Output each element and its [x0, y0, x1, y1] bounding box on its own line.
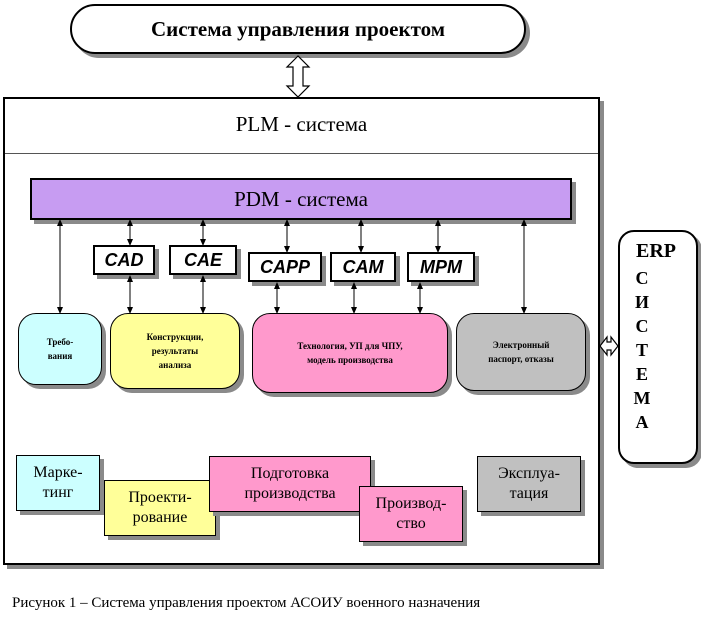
tool-cam: CAM — [330, 252, 396, 282]
tool-capp: CAPP — [248, 252, 322, 282]
tool-capp-label: CAPP — [259, 256, 310, 277]
stage-marketing: Марке- тинг — [16, 455, 100, 511]
tool-cam-label: CAM — [342, 256, 384, 277]
requirements-label: Требо- вания — [46, 337, 74, 361]
pdm-system-label: PDM - система — [234, 186, 368, 211]
tool-cad: CAD — [93, 245, 155, 275]
pdm-system-bar: PDM - система — [30, 178, 572, 220]
technology-label: Технология, УП для ЧПУ, модель производс… — [297, 341, 403, 365]
project-management-system-box: Система управления проектом — [70, 4, 526, 54]
tool-mpm-label: MPM — [420, 256, 462, 277]
plm-system-title: PLM - система — [235, 112, 368, 136]
designs-analysis-box: Конструкции, результаты анализа — [110, 313, 240, 389]
figure-caption: Рисунок 1 – Система управления проектом … — [12, 595, 481, 611]
plm-divider — [5, 153, 598, 154]
electronic-passport-box: Электронный паспорт, отказы — [456, 313, 586, 391]
erp-letter-7: А — [635, 412, 649, 432]
stage-production-prep-label: Подготовка производства — [244, 465, 336, 502]
tool-cae: CAE — [169, 245, 237, 275]
stage-production-prep: Подготовка производства — [209, 456, 371, 512]
tool-mpm: MPM — [407, 252, 475, 282]
stage-production-label: Производ- ство — [375, 495, 447, 532]
erp-letter-2: И — [634, 292, 649, 312]
designs-analysis-label: Конструкции, результаты анализа — [146, 332, 204, 370]
stage-operation: Эксплуа- тация — [477, 456, 581, 512]
erp-letter-4: Т — [635, 340, 648, 360]
stage-design-label: Проекти- рование — [128, 489, 192, 526]
requirements-box: Требо- вания — [18, 313, 102, 385]
erp-system-box — [618, 230, 698, 464]
stage-production: Производ- ство — [359, 486, 463, 542]
erp-title: ERP — [636, 240, 676, 262]
erp-letter-3: С — [635, 316, 649, 336]
stage-design: Проекти- рование — [104, 480, 216, 536]
project-management-system-label: Система управления проектом — [150, 16, 446, 41]
stage-operation-label: Эксплуа- тация — [498, 465, 560, 502]
technology-box: Технология, УП для ЧПУ, модель производс… — [252, 313, 448, 393]
tool-cae-label: CAE — [183, 249, 222, 270]
block-arrow-top — [285, 55, 311, 98]
block-arrow-erp — [599, 335, 619, 357]
electronic-passport-label: Электронный паспорт, отказы — [488, 340, 554, 364]
erp-letter-5: Е — [635, 364, 648, 384]
tool-cad-label: CAD — [104, 249, 144, 270]
erp-letter-6: М — [633, 388, 651, 408]
stage-marketing-label: Марке- тинг — [33, 464, 83, 501]
erp-letter-1: С — [635, 268, 649, 288]
